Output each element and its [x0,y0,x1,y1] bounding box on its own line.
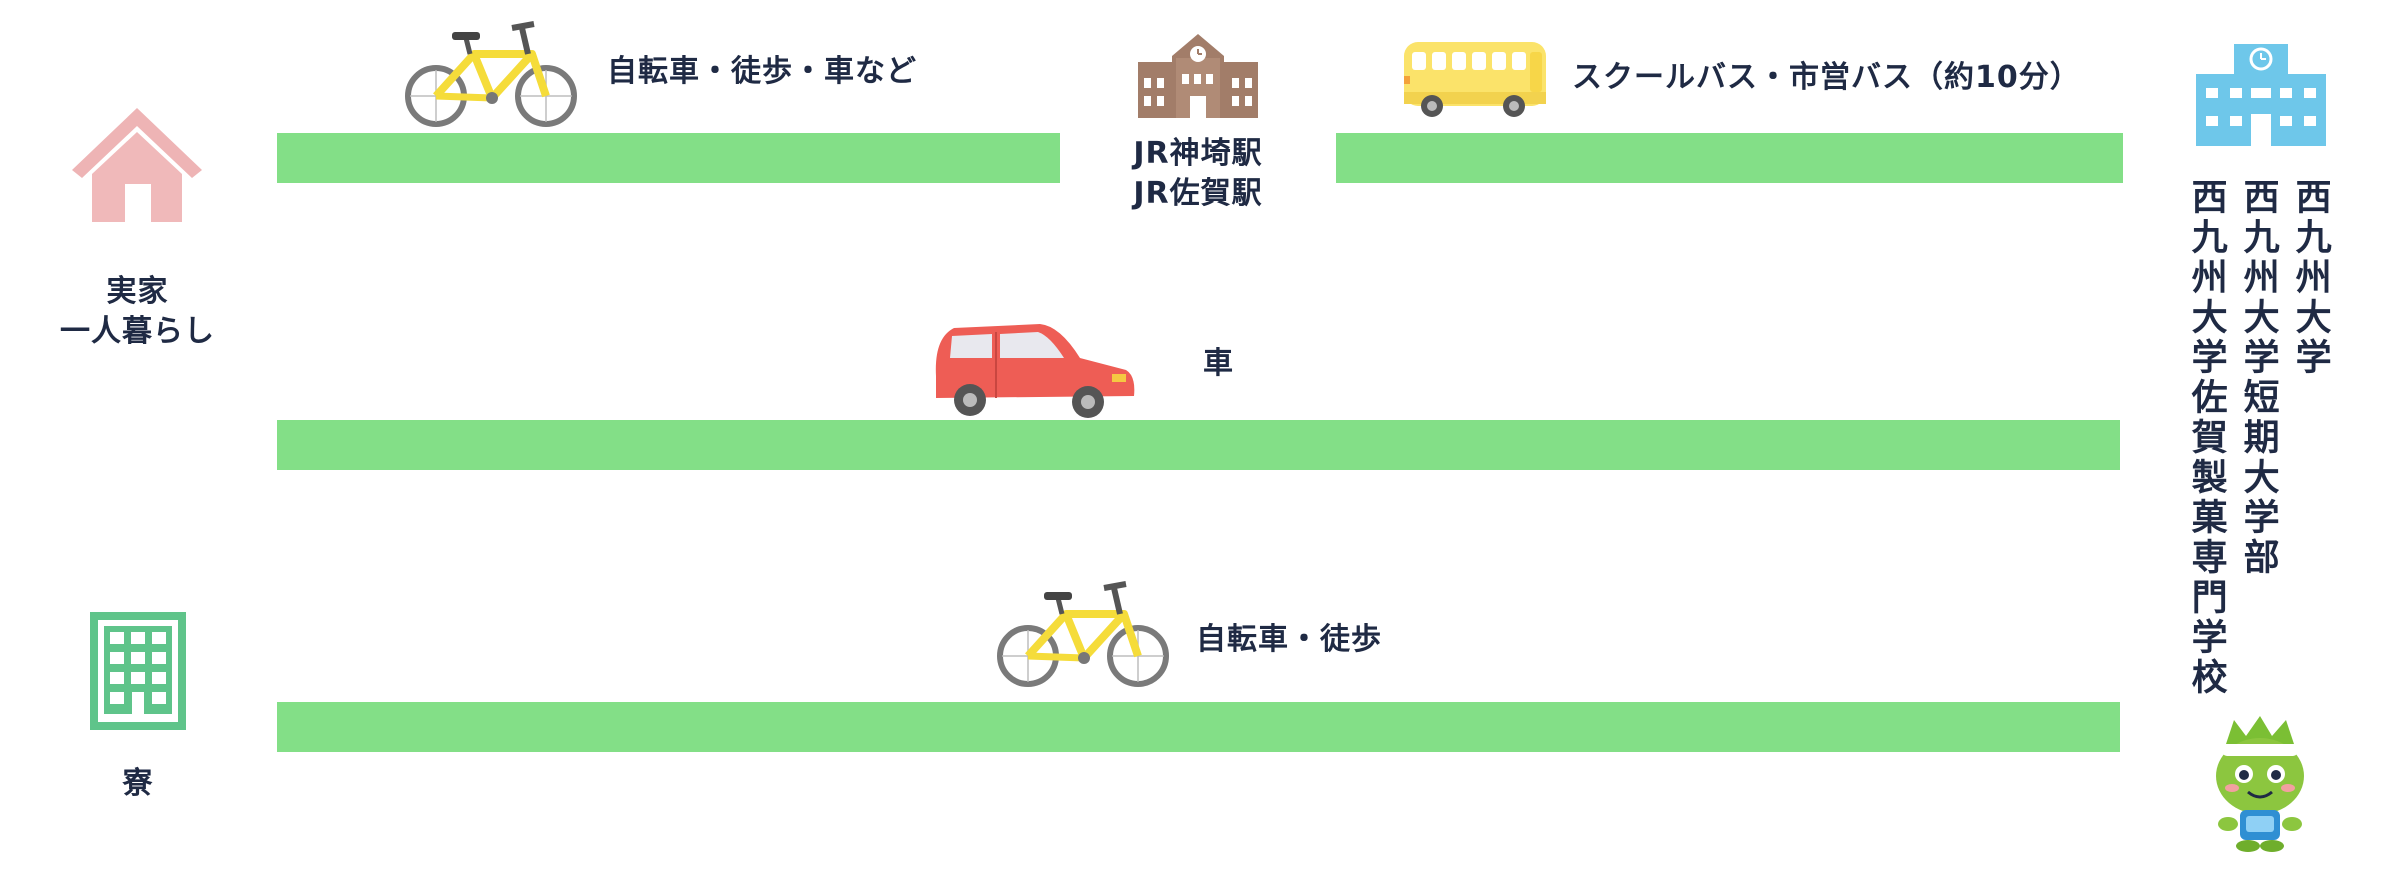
school-building-icon [1138,34,1258,118]
route-label-bottom: 自転車・徒歩 [1196,622,1382,657]
dorm-label: 寮 [122,766,154,801]
route-road-top-left [277,133,1060,183]
station-label-line2: JR佐賀駅 [1133,176,1263,211]
bicycle-icon [404,14,580,128]
mascot-character [2206,714,2314,854]
destination-confectionery-school: 西九州大学佐賀製菓専門学校 [2185,178,2227,698]
destination-junior-college: 西九州大学短期大学部 [2237,178,2279,578]
bus-icon [1402,40,1548,122]
bicycle-icon [996,574,1172,688]
route-road-middle [277,420,2120,470]
station-label-line1: JR神埼駅 [1133,136,1263,171]
house-icon [70,104,205,224]
station-label: JR神埼駅 JR佐賀駅 [1100,134,1296,214]
home-label-line2: 一人暮らし [60,314,215,349]
route-label-top-left: 自転車・徒歩・車など [607,54,917,89]
university-icon [2196,44,2326,146]
car-icon [930,318,1138,420]
route-label-middle: 車 [1203,346,1234,381]
route-road-top-right [1336,133,2123,183]
home-label-line1: 実家 [106,274,169,309]
route-road-bottom [277,702,2120,752]
destination-university: 西九州大学 [2289,178,2331,378]
building-icon [90,612,186,730]
home-origin-label: 実家 一人暮らし [40,272,235,352]
route-label-top-right: スクールバス・市営バス（約10分） [1572,60,2081,95]
